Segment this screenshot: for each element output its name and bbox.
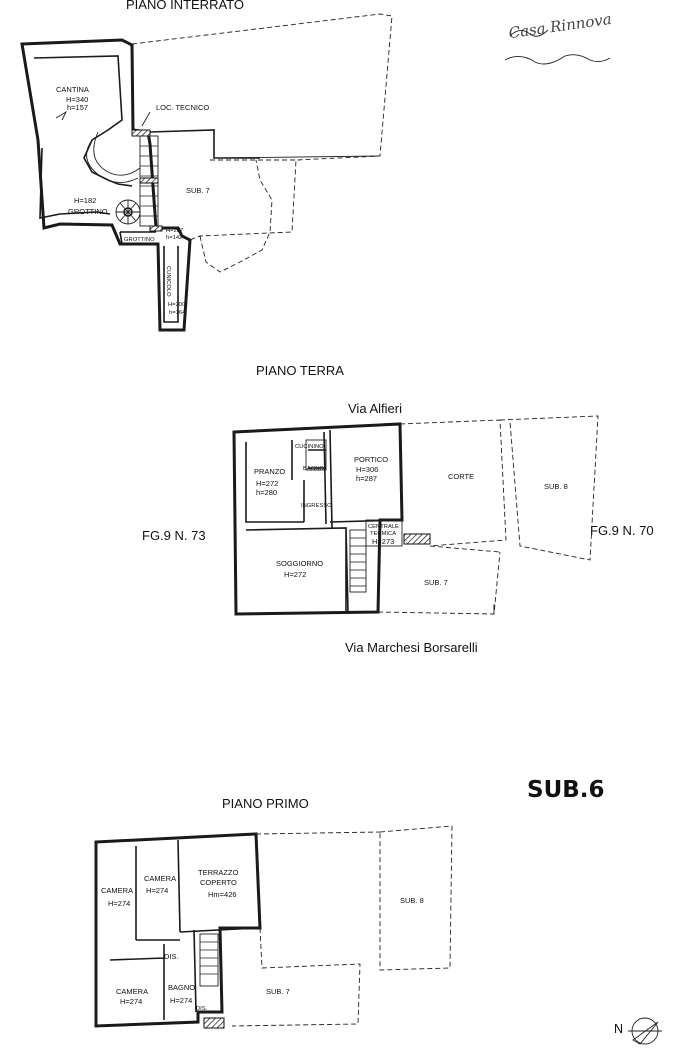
first-hatch — [203, 1017, 225, 1029]
basement-title: PIANO INTERRATO — [126, 0, 244, 12]
handwritten-scribble — [504, 29, 611, 65]
neighbor-west: FG.9 N. 73 — [142, 528, 206, 543]
bagno-label: BAGNO — [303, 466, 324, 472]
ground-outer-wall — [232, 422, 404, 616]
bagno-box — [305, 439, 327, 471]
basement-hatch-3 — [149, 225, 163, 232]
unit-label: SUB.6 — [527, 777, 605, 803]
camera3-label: CAMERA — [116, 987, 148, 996]
corte-label: CORTE — [448, 472, 474, 481]
first-inner-walls — [109, 839, 257, 1020]
terrazzo-label-1: TERRAZZO — [198, 868, 239, 877]
basement-plan: PIANO INTERRATO Casa Rinnova — [20, 0, 613, 332]
grottino-b-height: H=207 — [166, 228, 183, 234]
cantina-height: H=340 — [66, 95, 88, 104]
pranzo-label: PRANZO — [254, 467, 285, 476]
camera2-height: H=274 — [146, 886, 168, 895]
cunicolo-height: H=200 — [168, 302, 185, 308]
grottino-b-walls — [119, 231, 156, 245]
portico-height-min: h=287 — [356, 474, 377, 483]
street-north: Via Alfieri — [348, 401, 402, 416]
first-title: PIANO PRIMO — [222, 796, 309, 811]
cunicolo-height-min: h=164 — [169, 310, 186, 316]
ground-sub7-label: SUB. 7 — [424, 578, 448, 587]
cunicolo-label: CUNICOLO — [165, 266, 171, 297]
camera2-label: CAMERA — [144, 874, 176, 883]
first-sub7-label: SUB. 7 — [266, 987, 290, 996]
centrale-label-2: TERMICA — [370, 531, 396, 537]
portico-height: H=306 — [356, 465, 378, 474]
ingresso-label: INGRESSO — [301, 503, 332, 509]
basement-leader-lines — [55, 110, 151, 127]
first-area-boundary — [231, 825, 453, 1027]
cunicolo-walls — [163, 246, 179, 323]
first-floor-plan: PIANO PRIMO CAMERA H=274 CAMERA H=274 TE… — [94, 796, 453, 1029]
first-sub8-label: SUB. 8 — [400, 896, 424, 905]
terrazzo-label-2: COPERTO — [200, 878, 237, 887]
curved-ramp — [86, 139, 139, 183]
ground-inner-walls — [245, 429, 401, 613]
bagno-first-label: BAGNO — [168, 983, 195, 992]
grottino-b-label: GROTTINO — [124, 237, 155, 243]
ground-title: PIANO TERRA — [256, 363, 344, 378]
cucinino-label: CUCININO — [295, 444, 324, 450]
centrale-height: H=273 — [372, 537, 394, 546]
pranzo-height: H=272 — [256, 479, 278, 488]
cantina-height-min: h=157 — [67, 103, 88, 112]
north-arrow: N — [614, 1017, 662, 1045]
centrale-box — [365, 519, 403, 547]
camera1-label: CAMERA — [101, 886, 133, 895]
camera1-height: H=274 — [108, 899, 130, 908]
portico-label: PORTICO — [354, 455, 388, 464]
dis1-label: DIS. — [164, 952, 179, 961]
first-outer-wall — [94, 832, 262, 1028]
grottino-b-height-min: h=142 — [166, 235, 182, 241]
basement-hatch-1 — [131, 129, 151, 137]
ground-floor-plan: PIANO TERRA Via Alfieri Via Marchesi Bor… — [142, 363, 654, 655]
courtyard-edge — [213, 155, 381, 159]
grottino-a-height: H=182 — [74, 196, 96, 205]
loc-tecnico-wall — [149, 129, 260, 159]
centrale-label-1: CENTRALE — [368, 524, 399, 530]
camera3-height: H=274 — [120, 997, 142, 1006]
loc-tecnico-label: LOC. TECNICO — [156, 103, 209, 112]
grottino-a-label: GROTTINO — [68, 207, 108, 216]
soggiorno-label: SOGGIORNO — [276, 559, 323, 568]
ground-stairs — [349, 529, 367, 593]
north-label: N — [614, 1022, 623, 1036]
north-pointer — [628, 1021, 662, 1045]
dis2-label: DIS. — [196, 1006, 208, 1012]
basement-sub7-label: SUB. 7 — [186, 186, 210, 195]
neighbor-east: FG.9 N. 70 — [590, 523, 654, 538]
basement-hatch-2 — [139, 177, 159, 184]
first-stairs — [199, 933, 219, 987]
pranzo-height-min: h=280 — [256, 488, 277, 497]
basement-stairs — [139, 135, 159, 227]
basement-inner-wall — [33, 55, 133, 219]
sub7-boundary — [131, 13, 393, 273]
bagno-first-height: H=274 — [170, 996, 192, 1005]
curved-ramp-inner — [93, 131, 141, 176]
cantina-label: CANTINA — [56, 85, 89, 94]
terrazzo-height: Hm=426 — [208, 890, 237, 899]
ground-hatch — [403, 533, 431, 545]
spiral-stair — [115, 199, 141, 225]
street-south: Via Marchesi Borsarelli — [345, 640, 478, 655]
handwritten-note: Casa Rinnova — [508, 10, 613, 42]
ground-sub8-label: SUB. 8 — [544, 482, 568, 491]
ground-courtyard-boundary — [377, 415, 599, 615]
soggiorno-height: H=272 — [284, 570, 306, 579]
